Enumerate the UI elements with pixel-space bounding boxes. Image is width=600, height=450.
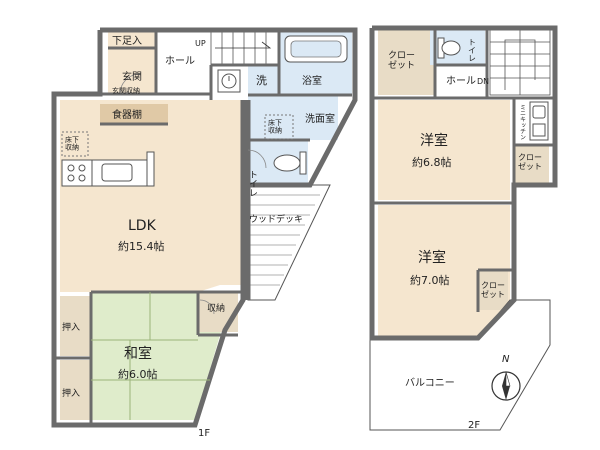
closet-mid-label: クローゼット xyxy=(518,153,542,171)
compass-icon xyxy=(491,371,521,401)
underfloor-box-1 xyxy=(61,131,89,157)
floor-2f-label: 2F xyxy=(468,420,480,431)
closet-b-floor xyxy=(60,360,90,420)
washbasin xyxy=(217,69,241,93)
mini-kitchen-fixture xyxy=(529,101,549,141)
entrance-storage-caption: 玄関収納 xyxy=(112,86,140,95)
underfloor-label-2: 床下収納 xyxy=(268,118,282,135)
wood-deck xyxy=(247,184,331,301)
cupboard-label: 食器棚 xyxy=(112,108,142,121)
compass-label: N xyxy=(502,354,510,365)
hall-floor xyxy=(156,32,211,97)
washitsu-label: 和室 xyxy=(124,345,152,362)
ldk-label: LDK xyxy=(128,218,157,234)
youshitsu-b-label: 洋室 xyxy=(418,249,446,266)
entrance-floor xyxy=(108,32,156,94)
ldk-size: 約15.4帖 xyxy=(118,239,165,253)
entrance-label: 玄関 xyxy=(122,70,142,83)
closet-top-label: クローゼット xyxy=(388,50,415,71)
toilet-fixture-1f xyxy=(273,151,307,175)
floor-1f-label: 1F xyxy=(198,428,210,439)
underfloor-box-2 xyxy=(264,114,294,140)
bath-label: 浴室 xyxy=(302,74,322,87)
balcony-label: バルコニー xyxy=(405,377,455,389)
deck-label: ウッドデッキ xyxy=(249,213,303,225)
ldk-floor xyxy=(60,100,243,292)
underfloor-label-1: 床下収納 xyxy=(65,135,79,152)
bathtub xyxy=(284,35,348,63)
floor-2f: クローゼット トイレ ホール DN ミニキッチン 洋室 約6.8帖 クローゼット… xyxy=(369,25,558,431)
washitsu-floor xyxy=(91,292,225,420)
closet-a-floor xyxy=(60,296,90,356)
youshitsu-a-floor xyxy=(378,100,510,200)
washitsu-size: 約6.0帖 xyxy=(118,367,158,381)
hall2-label: ホール xyxy=(446,75,476,87)
washroom-label: 洗面室 xyxy=(305,112,335,125)
closet-mid-floor xyxy=(514,145,549,185)
kitchen-counter xyxy=(61,151,155,187)
walls-1f xyxy=(51,27,358,428)
storage-floor xyxy=(198,292,238,332)
youshitsu-b-size: 約7.0帖 xyxy=(410,273,450,287)
toilet1-label: トイレ xyxy=(247,170,258,197)
youshitsu-a-label: 洋室 xyxy=(420,132,448,149)
entrance-storage-label: 下足入 xyxy=(112,35,142,47)
closet-side-label: クローゼット xyxy=(481,281,505,299)
laundry-label: 洗 xyxy=(256,74,267,87)
closet-top-floor xyxy=(378,30,435,95)
closet-side-floor xyxy=(478,270,508,310)
storage-label: 収納 xyxy=(207,302,225,314)
doors-1f xyxy=(119,73,267,315)
walls-2f xyxy=(369,25,558,341)
toilet2-label: トイレ xyxy=(468,38,477,62)
floor-1f: 下足入 玄関 玄関収納 ホール UP 浴室 洗 洗面室 床下収納 床下収納 食器… xyxy=(51,27,358,439)
tatami-lines xyxy=(91,292,210,420)
stairs-2f xyxy=(489,29,551,96)
hall-label: ホール xyxy=(165,55,195,67)
closet-b-label: 押入 xyxy=(62,387,80,399)
closet-a-label: 押入 xyxy=(62,321,80,333)
interior-walls-2f xyxy=(372,28,555,312)
mini-kitchen-label: ミニキッチン xyxy=(519,104,526,140)
toilet-fixture-2f xyxy=(437,37,461,59)
interior-walls-1f xyxy=(54,30,352,425)
stairs-up-label: UP xyxy=(195,39,206,48)
stairs-1f xyxy=(210,29,280,66)
youshitsu-a-size: 約6.8帖 xyxy=(412,155,452,169)
stairs-dn-label: DN xyxy=(477,77,489,86)
cupboard-floor xyxy=(100,104,168,124)
